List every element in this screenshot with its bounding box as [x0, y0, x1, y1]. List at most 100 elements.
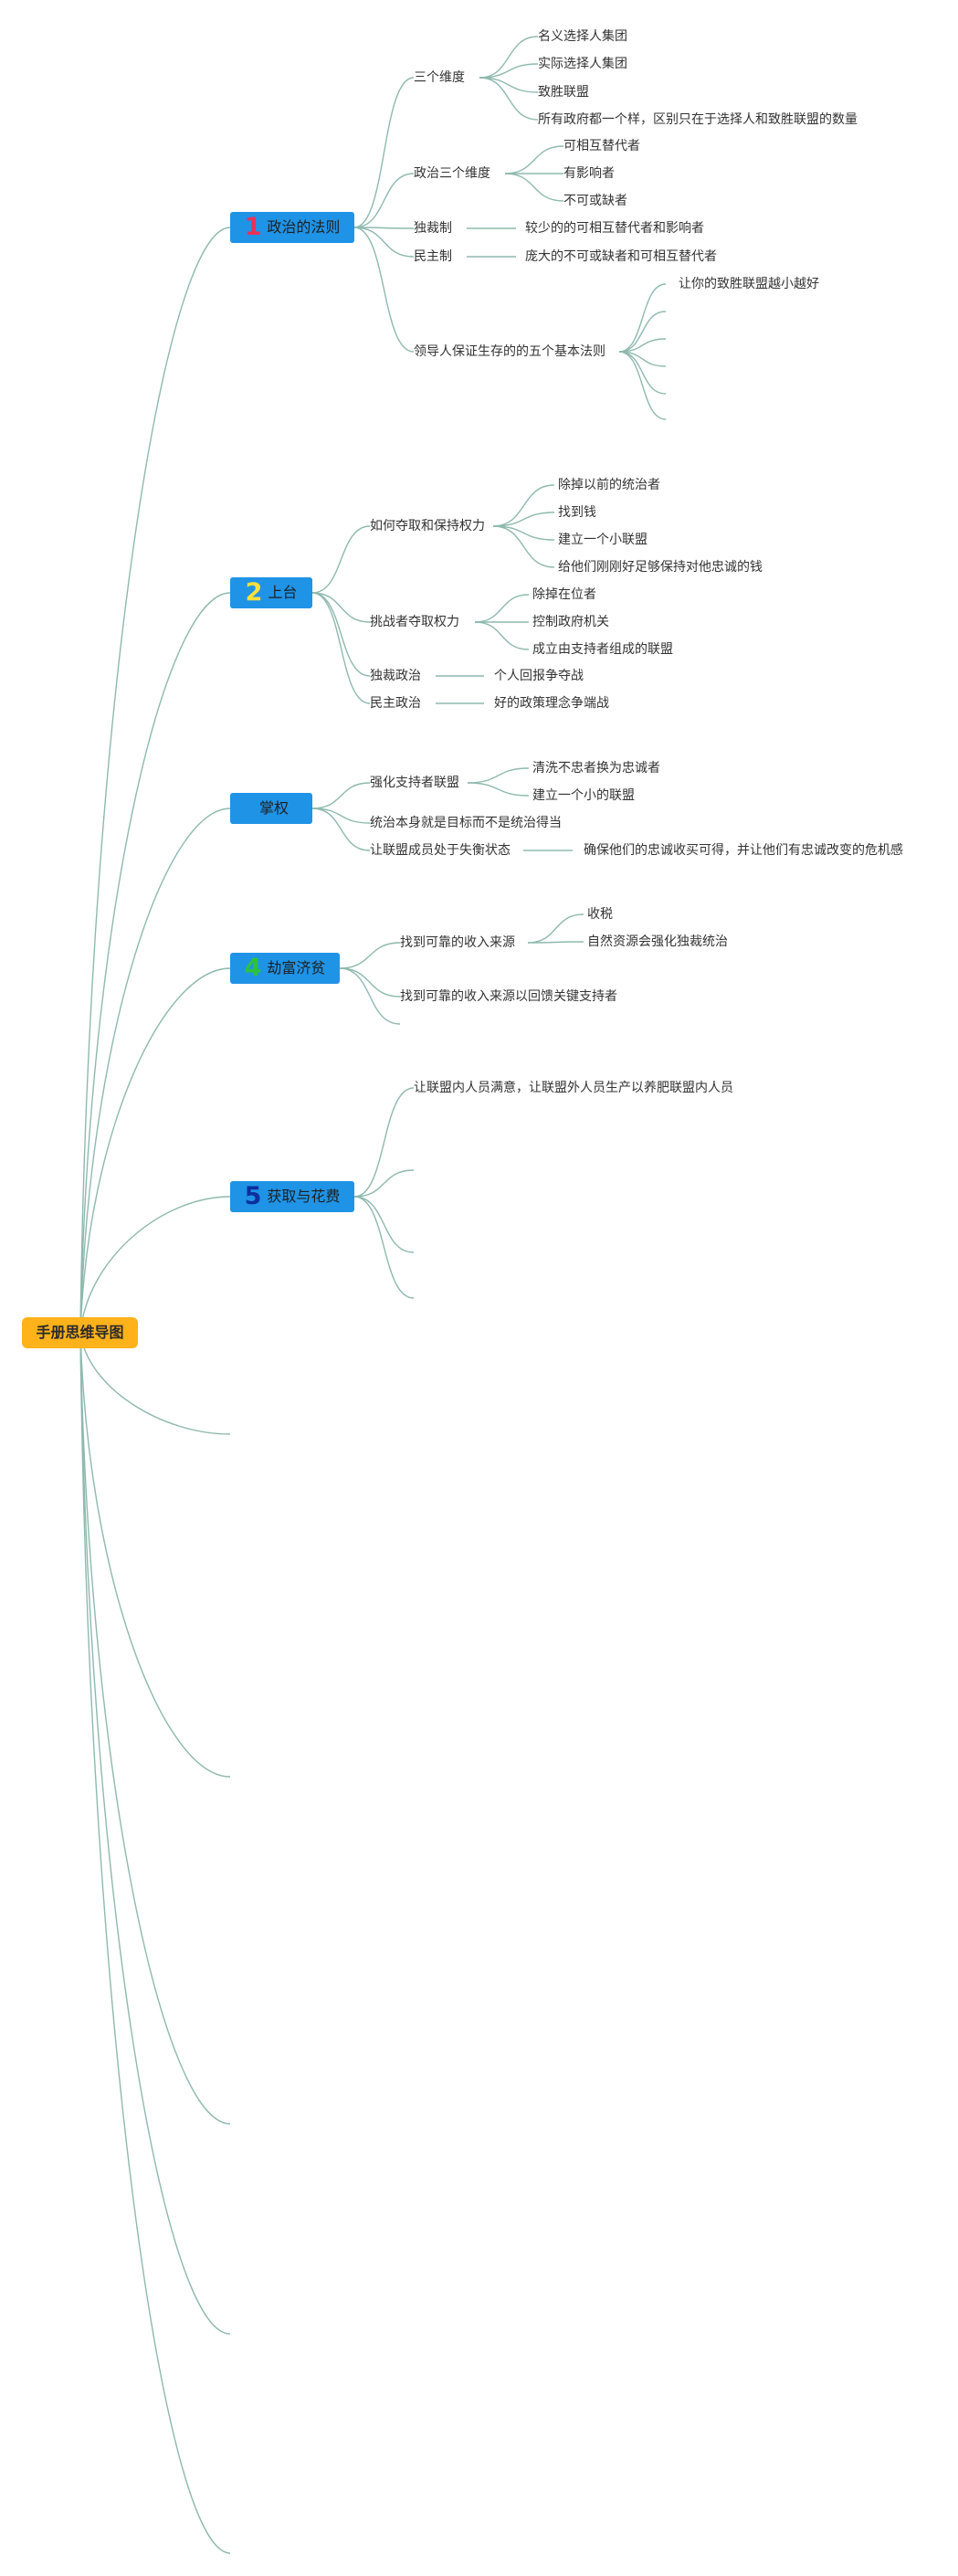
topic-satisfy-coalition[interactable]: 让联盟内人员满意，让联盟外人员生产以养肥联盟内人员: [414, 1081, 733, 1095]
leaf-democracy-desc[interactable]: 庞大的不可或缺者和可相互替代者: [525, 249, 717, 264]
topic-three-dimensions[interactable]: 三个维度: [414, 70, 465, 85]
branch-label-5: 获取与花费: [267, 1188, 341, 1205]
branch-label-1: 政治的法则: [267, 218, 341, 236]
topic-autocratic-politics[interactable]: 独裁政治: [370, 669, 421, 683]
b2-t0-leaf-0: [492, 484, 555, 527]
topic-five-rules[interactable]: 领导人保证生存的的五个基本法则: [414, 344, 605, 359]
leaf-small-alliance[interactable]: 建立一个小的联盟: [532, 788, 635, 803]
branch-node-5[interactable]: 5 获取与花费: [230, 1181, 354, 1212]
leaf-natural-resources[interactable]: 自然资源会强化独裁统治: [587, 934, 728, 949]
b2-t0-leaf-2: [492, 525, 555, 541]
leaf-find-money[interactable]: 找到钱: [558, 505, 596, 520]
root-node[interactable]: 手册思维导图: [22, 1317, 138, 1348]
branch-label-2: 上台: [268, 584, 298, 601]
b1-t4-leaf-2: [618, 338, 667, 353]
b5-connector-1: [353, 1169, 415, 1198]
b4-connector-2: [339, 967, 401, 1025]
b1-connector-3: [353, 227, 415, 258]
branch-node-1[interactable]: 1 政治的法则: [230, 212, 354, 243]
leaf-remove-incumbent[interactable]: 除掉在位者: [532, 587, 596, 602]
leaf-policy-ideas[interactable]: 好的政策理念争端战: [494, 696, 609, 711]
b3-t0-leaf-0: [467, 767, 530, 784]
branch-node-4[interactable]: 4 劫富济贫: [230, 953, 340, 984]
branch-number-2: 2: [245, 578, 263, 607]
topic-challenger[interactable]: 挑战者夺取权力: [370, 615, 459, 629]
leaf-nominal-selectorate[interactable]: 名义选择人集团: [538, 29, 627, 44]
b3-connector-2: [311, 808, 371, 851]
leaf-control-government[interactable]: 控制政府机关: [532, 615, 609, 629]
topic-politics-three-dimensions[interactable]: 政治三个维度: [414, 166, 490, 181]
b2-connector-3: [311, 592, 371, 704]
trunk-connector-1: [79, 227, 231, 1334]
leaf-essentials[interactable]: 不可或缺者: [563, 194, 627, 208]
b2-connector-2: [311, 592, 371, 677]
leaf-real-selectorate[interactable]: 实际选择人集团: [538, 57, 627, 71]
b4-t0-leaf-1: [527, 941, 584, 944]
topic-seize-hold-power[interactable]: 如何夺取和保持权力: [370, 519, 485, 533]
leaf-influentials[interactable]: 有影响者: [563, 166, 615, 181]
b3-connector-0: [311, 782, 371, 809]
b5-connector-3: [353, 1196, 415, 1299]
b1-t4-leaf-5: [618, 351, 667, 420]
topic-reliable-income[interactable]: 找到可靠的收入来源: [400, 935, 515, 950]
trunk-connector-7: [79, 1332, 231, 1778]
b1-connector-2: [353, 227, 415, 229]
trunk-connector-6: [79, 1332, 231, 1435]
branch-node-3[interactable]: 掌权: [230, 793, 312, 824]
b2-t1-leaf-2: [474, 621, 530, 650]
branch-number-4: 4: [244, 954, 262, 982]
b1-t1-leaf-2: [504, 173, 564, 202]
b1-t4-leaf-0: [618, 283, 667, 353]
trunk-connector-3: [79, 808, 231, 1334]
b1-t0-leaf-3: [479, 77, 539, 121]
b2-connector-1: [311, 592, 371, 623]
topic-democracy[interactable]: 民主制: [414, 249, 452, 264]
topic-strengthen-coalition[interactable]: 强化支持者联盟: [370, 776, 459, 790]
b1-t0-leaf-1: [479, 63, 539, 79]
topic-keep-off-balance[interactable]: 让联盟成员处于失衡状态: [370, 843, 511, 858]
trunk-connector-4: [79, 967, 231, 1334]
leaf-loyalty-crisis[interactable]: 确保他们的忠诚收买可得，并让他们有忠诚改变的危机感: [584, 843, 903, 858]
leaf-form-coalition[interactable]: 成立由支持者组成的联盟: [532, 642, 673, 657]
branch-node-2[interactable]: 2 上台: [230, 577, 312, 608]
leaf-tax[interactable]: 收税: [587, 907, 613, 922]
b1-connector-1: [353, 173, 415, 228]
b1-t1-leaf-0: [504, 145, 564, 174]
b4-connector-0: [339, 942, 401, 969]
b5-connector-0: [353, 1087, 415, 1198]
branch-label-3: 掌权: [258, 799, 289, 817]
b1-t0-leaf-0: [479, 36, 539, 79]
trunk-connector-9: [79, 1332, 231, 2335]
b1-t4-leaf-1: [618, 311, 667, 353]
branch-number-1: 1: [244, 213, 262, 241]
topic-income-reward-supporters[interactable]: 找到可靠的收入来源以回馈关键支持者: [400, 989, 617, 1004]
leaf-autocracy-desc[interactable]: 较少的的可相互替代者和影响者: [525, 221, 704, 236]
b1-connector-4: [353, 227, 415, 353]
b2-t1-leaf-0: [474, 594, 530, 623]
leaf-purge-disloyal[interactable]: 清洗不忠者换为忠诚者: [532, 761, 660, 776]
trunk-connector-8: [79, 1332, 231, 2125]
trunk-connector-10: [79, 1332, 231, 2554]
branch-number-5: 5: [244, 1182, 262, 1210]
b2-t0-leaf-1: [492, 512, 555, 527]
topic-autocracy[interactable]: 独裁制: [414, 221, 452, 236]
topic-rule-as-goal[interactable]: 统治本身就是目标而不是统治得当: [370, 816, 562, 830]
leaf-small-coalition[interactable]: 让你的致胜联盟越小越好: [679, 277, 819, 291]
leaf-private-rewards[interactable]: 个人回报争夺战: [494, 669, 584, 683]
trunk-connector-2: [79, 592, 231, 1334]
b5-connector-2: [353, 1196, 415, 1253]
b4-connector-1: [339, 967, 401, 998]
b2-connector-0: [311, 525, 371, 594]
leaf-remove-ruler[interactable]: 除掉以前的统治者: [558, 478, 660, 492]
leaf-build-coalition[interactable]: 建立一个小联盟: [558, 533, 647, 547]
leaf-interchangeables[interactable]: 可相互替代者: [563, 139, 640, 153]
topic-democratic-politics[interactable]: 民主政治: [370, 696, 421, 711]
leaf-pay-loyalty[interactable]: 给他们刚刚好足够保持对他忠诚的钱: [558, 560, 763, 575]
b3-connector-1: [311, 808, 371, 824]
b1-t0-leaf-2: [479, 77, 539, 93]
b3-t0-leaf-1: [467, 782, 530, 797]
leaf-winning-coalition[interactable]: 致胜联盟: [538, 85, 589, 100]
leaf-all-governments-same[interactable]: 所有政府都一个样，区别只在于选择人和致胜联盟的数量: [538, 112, 858, 127]
